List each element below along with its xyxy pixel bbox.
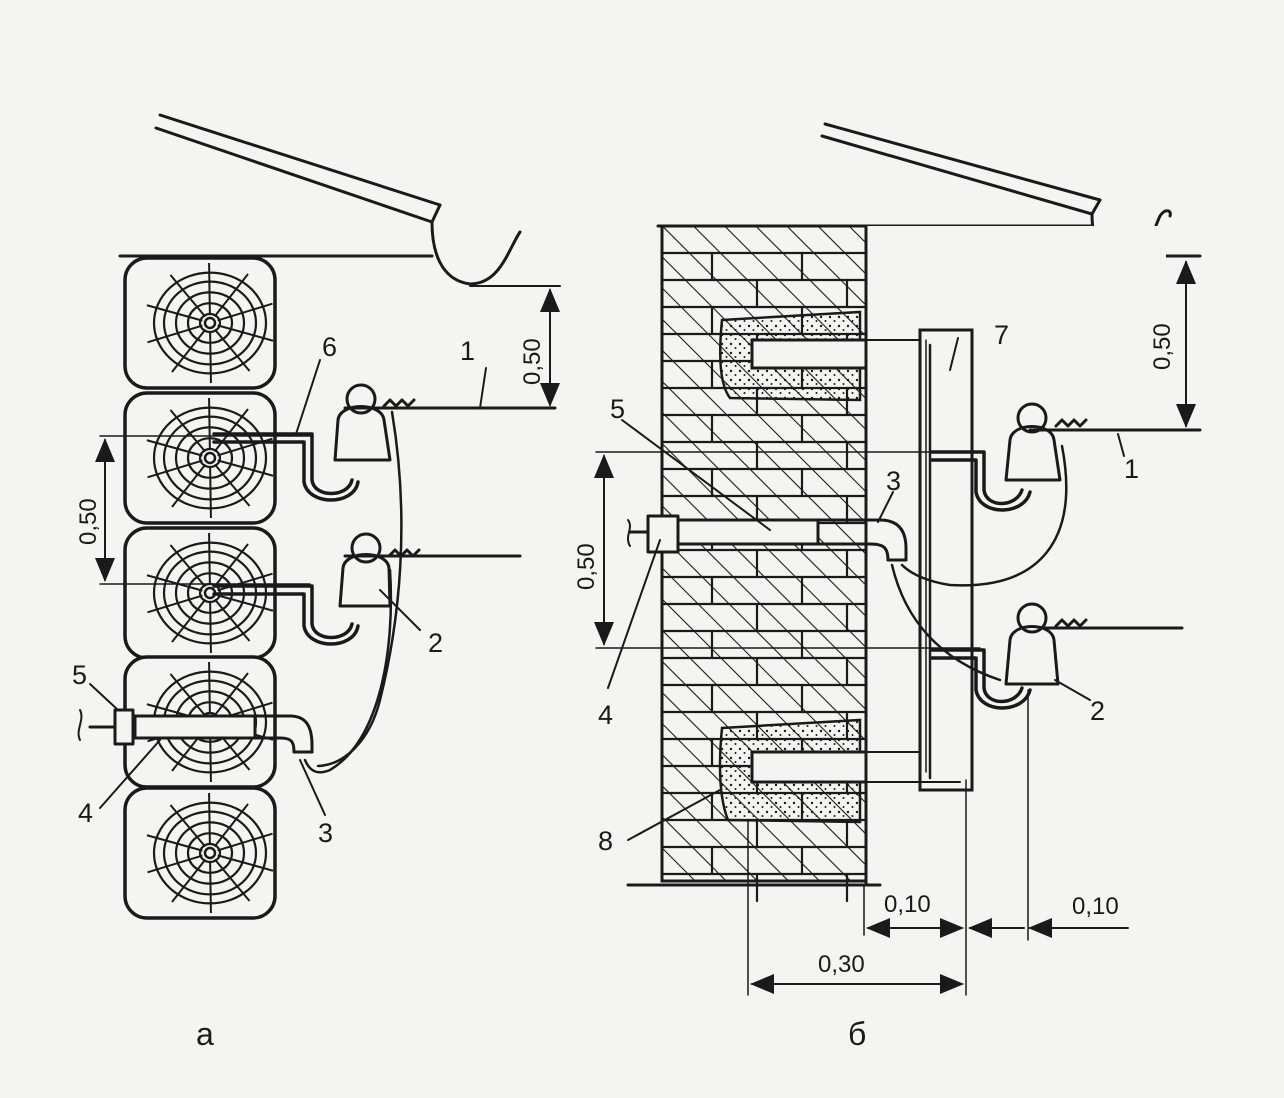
callout-5: 5 [610, 394, 625, 424]
callout-leaders-a [89, 359, 487, 816]
callout-2: 2 [1090, 696, 1105, 726]
roof-a [118, 113, 522, 286]
dimension-label: 0,10 [884, 891, 931, 918]
panel-caption: б [848, 1016, 866, 1052]
entry-pipe-a [77, 708, 314, 754]
hook-upper [212, 432, 360, 502]
hook-lower [212, 584, 360, 646]
drop-wires [303, 410, 403, 774]
callout-labels-a: 1 2 3 4 5 6 [72, 332, 475, 848]
log-section [123, 256, 277, 390]
callout-7: 7 [994, 320, 1009, 350]
hook-lower [930, 648, 1032, 710]
drop-wires [890, 444, 1068, 682]
dimension-label: 0,50 [573, 543, 600, 590]
callout-leaders-b [607, 337, 1125, 841]
dimension-label: 0,30 [818, 951, 865, 978]
insulator-lower [338, 532, 421, 608]
callout-1: 1 [1124, 454, 1139, 484]
hook-upper [930, 450, 1032, 512]
dimension-a-top: 0,50 [469, 285, 561, 407]
insulator-upper [1004, 402, 1088, 482]
log-column [123, 256, 277, 920]
wire [343, 406, 557, 558]
callout-labels-b: 1 2 3 4 5 7 8 [598, 320, 1139, 856]
dimension-label: 0,50 [519, 338, 546, 385]
dimension-label: 0,50 [75, 498, 102, 545]
callout-1: 1 [460, 336, 475, 366]
log-section [123, 526, 277, 660]
panel-b: 0,50 0,50 0,10 0,10 0,30 [573, 122, 1202, 1052]
dimension-b-hooks: 0,50 [573, 451, 981, 649]
log-section [123, 391, 277, 525]
insulator-lower [1004, 602, 1088, 686]
insulator-upper [333, 383, 416, 462]
dimension-a-hooks: 0,50 [75, 435, 311, 585]
panel-caption: а [196, 1016, 214, 1052]
dimension-label: 0,10 [1072, 893, 1119, 920]
dimension-b-top: 0,50 [1149, 260, 1196, 428]
callout-4: 4 [78, 798, 93, 828]
wire [1028, 428, 1202, 630]
traverse-bracket [865, 226, 1166, 886]
dimension-b-bottom: 0,10 0,10 0,30 [747, 689, 1129, 996]
callout-8: 8 [598, 826, 613, 856]
panel-a: 0,50 0,50 [72, 113, 561, 1052]
callout-3: 3 [318, 818, 333, 848]
callout-6: 6 [322, 332, 337, 362]
callout-2: 2 [428, 628, 443, 658]
callout-5: 5 [72, 660, 87, 690]
callout-3: 3 [886, 466, 901, 496]
dimension-label: 0,50 [1149, 323, 1176, 370]
log-section [123, 786, 277, 920]
callout-4: 4 [598, 700, 613, 730]
